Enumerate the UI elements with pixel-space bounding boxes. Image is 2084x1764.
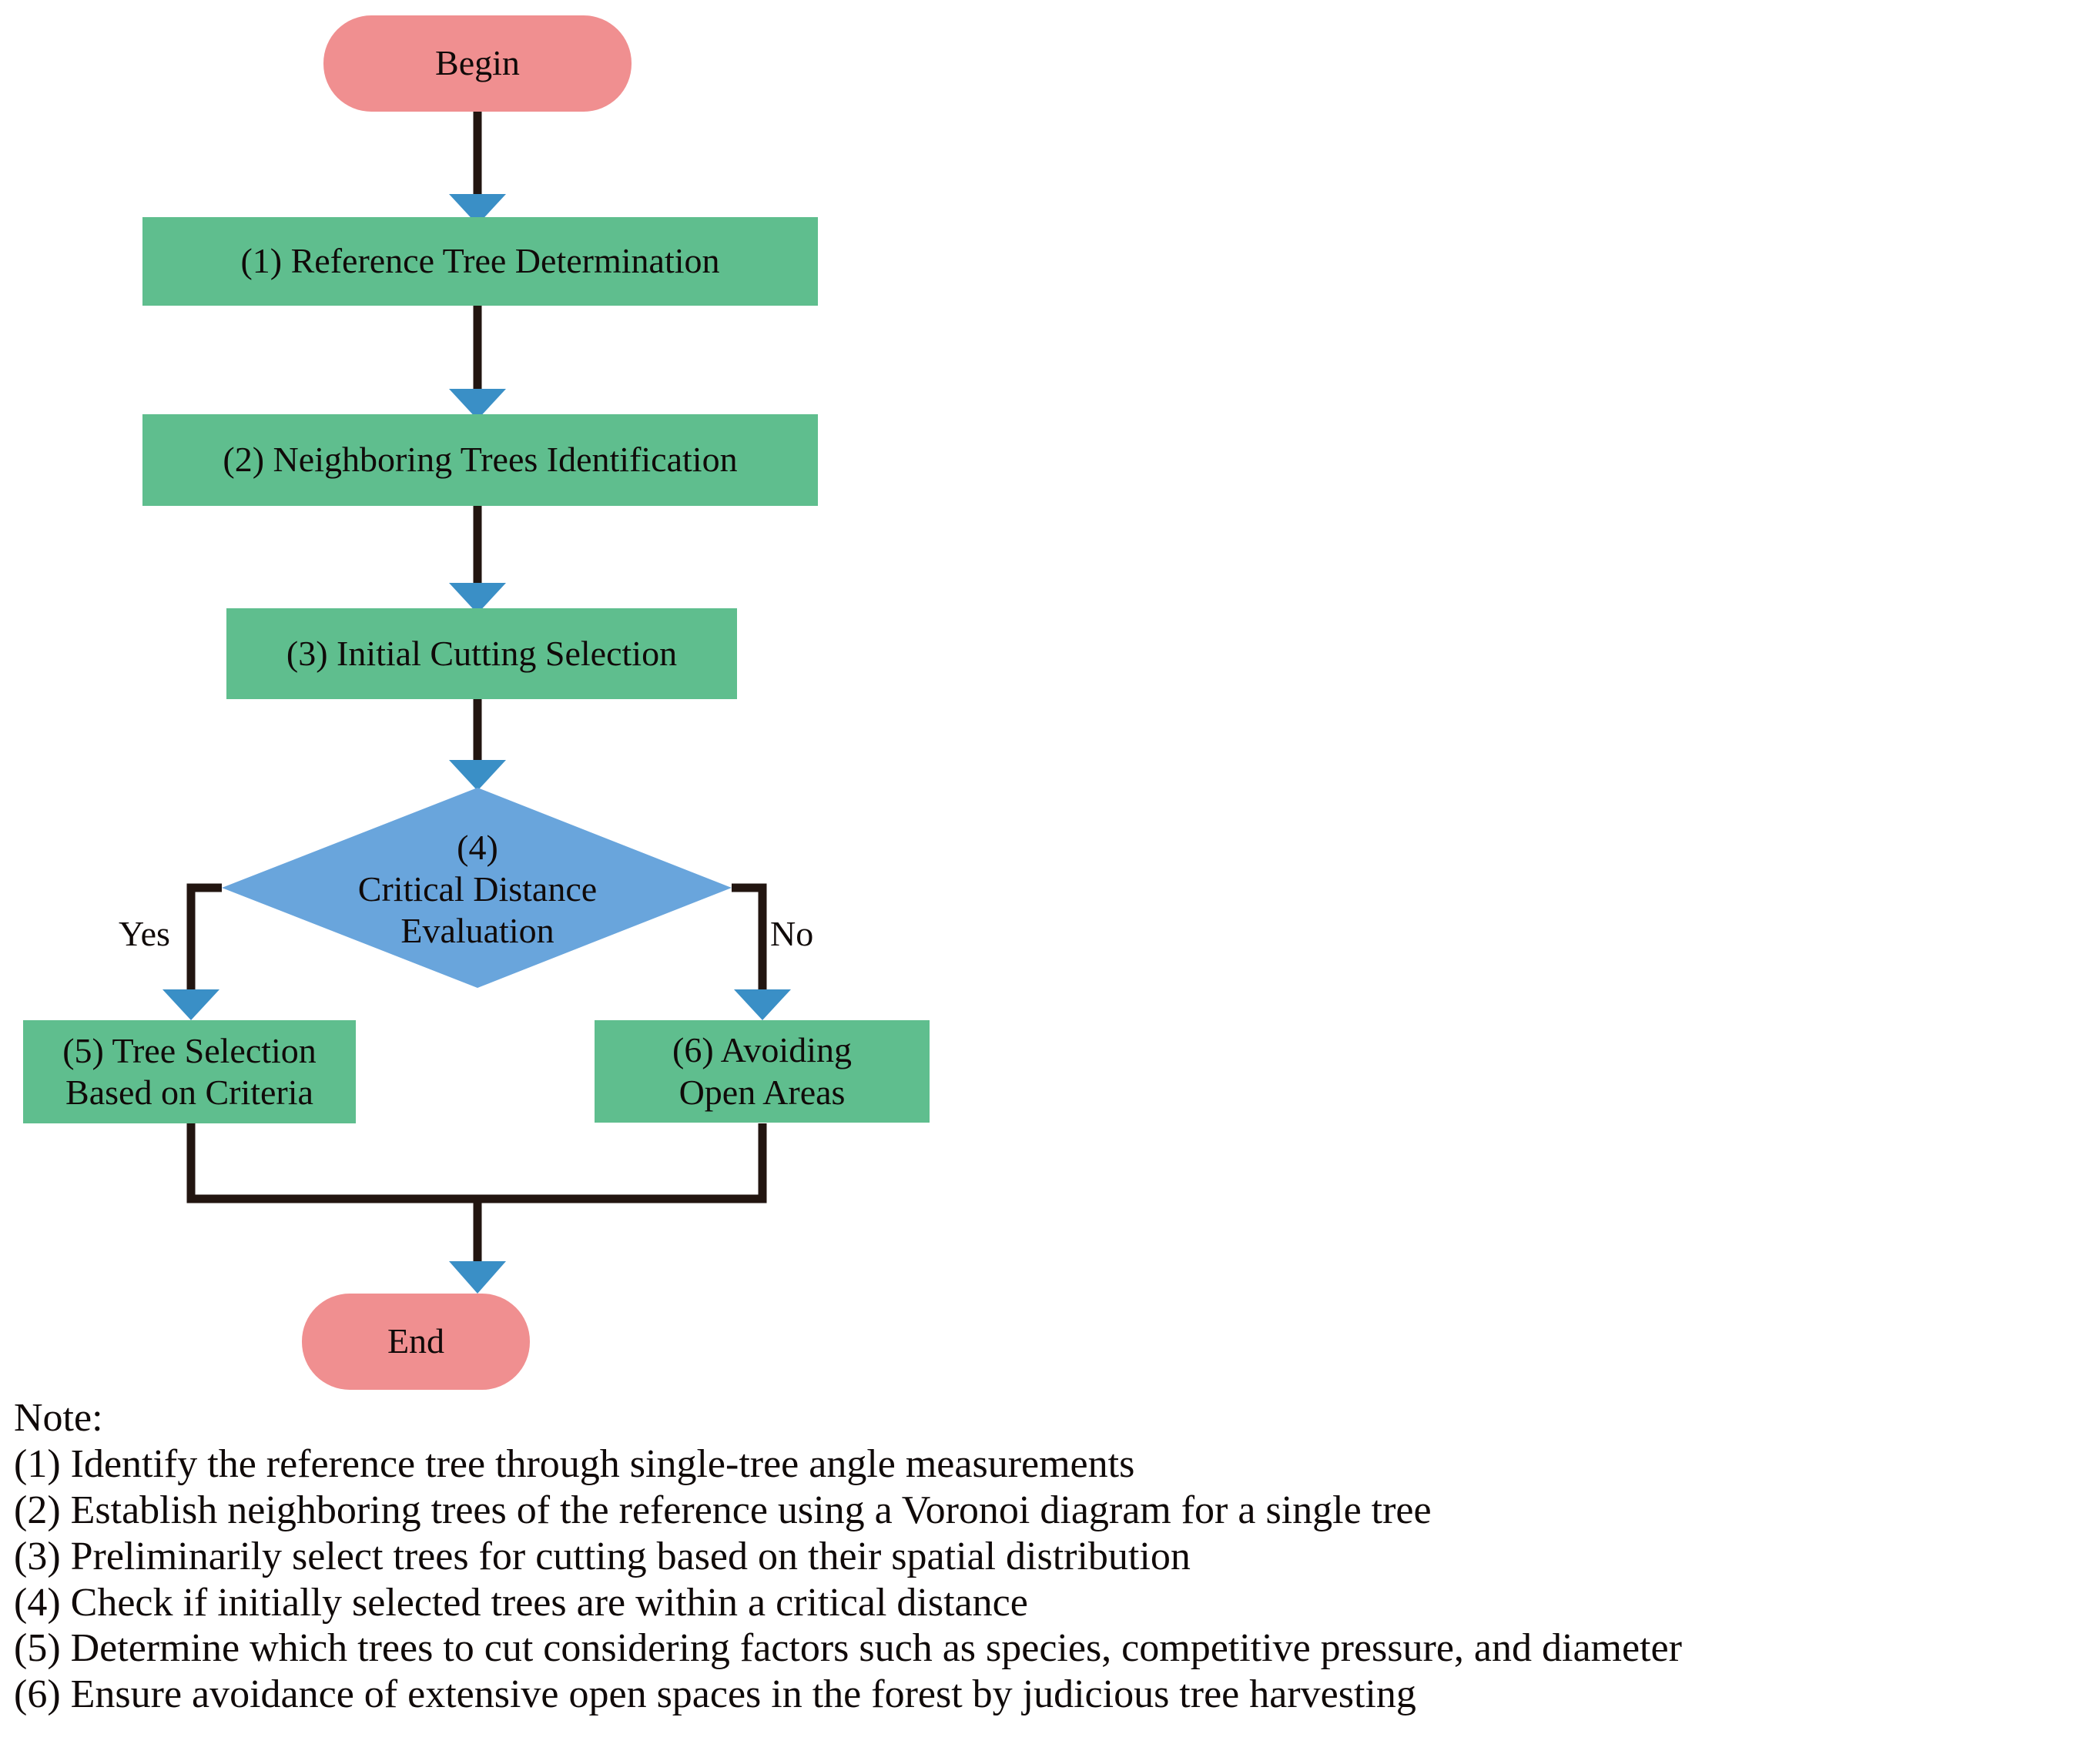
connector-step3-to-step4 xyxy=(449,699,506,791)
connector-step2-to-step3 xyxy=(449,506,506,614)
node-step3[interactable] xyxy=(226,608,737,699)
note-block: Note: (1) Identify the reference tree th… xyxy=(14,1395,2078,1718)
connector-step4-no-to-step6 xyxy=(732,883,791,1020)
note-line-1: (1) Identify the reference tree through … xyxy=(14,1441,1135,1486)
node-step1[interactable] xyxy=(142,217,818,306)
note-line-3: (3) Preliminarily select trees for cutti… xyxy=(14,1534,1191,1578)
connector-begin-to-step1 xyxy=(449,112,506,225)
node-step5[interactable] xyxy=(23,1020,356,1123)
node-end[interactable] xyxy=(302,1294,530,1390)
note-line-4: (4) Check if initially selected trees ar… xyxy=(14,1580,1028,1625)
node-step2[interactable] xyxy=(142,414,818,506)
note-line-5: (5) Determine which trees to cut conside… xyxy=(14,1626,1682,1671)
note-line-2: (2) Establish neighboring trees of the r… xyxy=(14,1488,1432,1532)
branch-label-no: No xyxy=(770,914,814,953)
note-line-6: (6) Ensure avoidance of extensive open s… xyxy=(14,1672,1416,1717)
note-heading: Note: xyxy=(14,1396,103,1440)
connector-merge-to-end xyxy=(186,1123,767,1294)
node-step4[interactable] xyxy=(222,788,732,988)
node-begin[interactable] xyxy=(323,15,632,112)
connector-step1-to-step2 xyxy=(449,306,506,420)
branch-label-yes: Yes xyxy=(119,914,170,953)
connector-step4-yes-to-step5 xyxy=(162,883,222,1020)
flowchart-canvas xyxy=(23,15,930,1390)
node-step6[interactable] xyxy=(595,1020,930,1123)
